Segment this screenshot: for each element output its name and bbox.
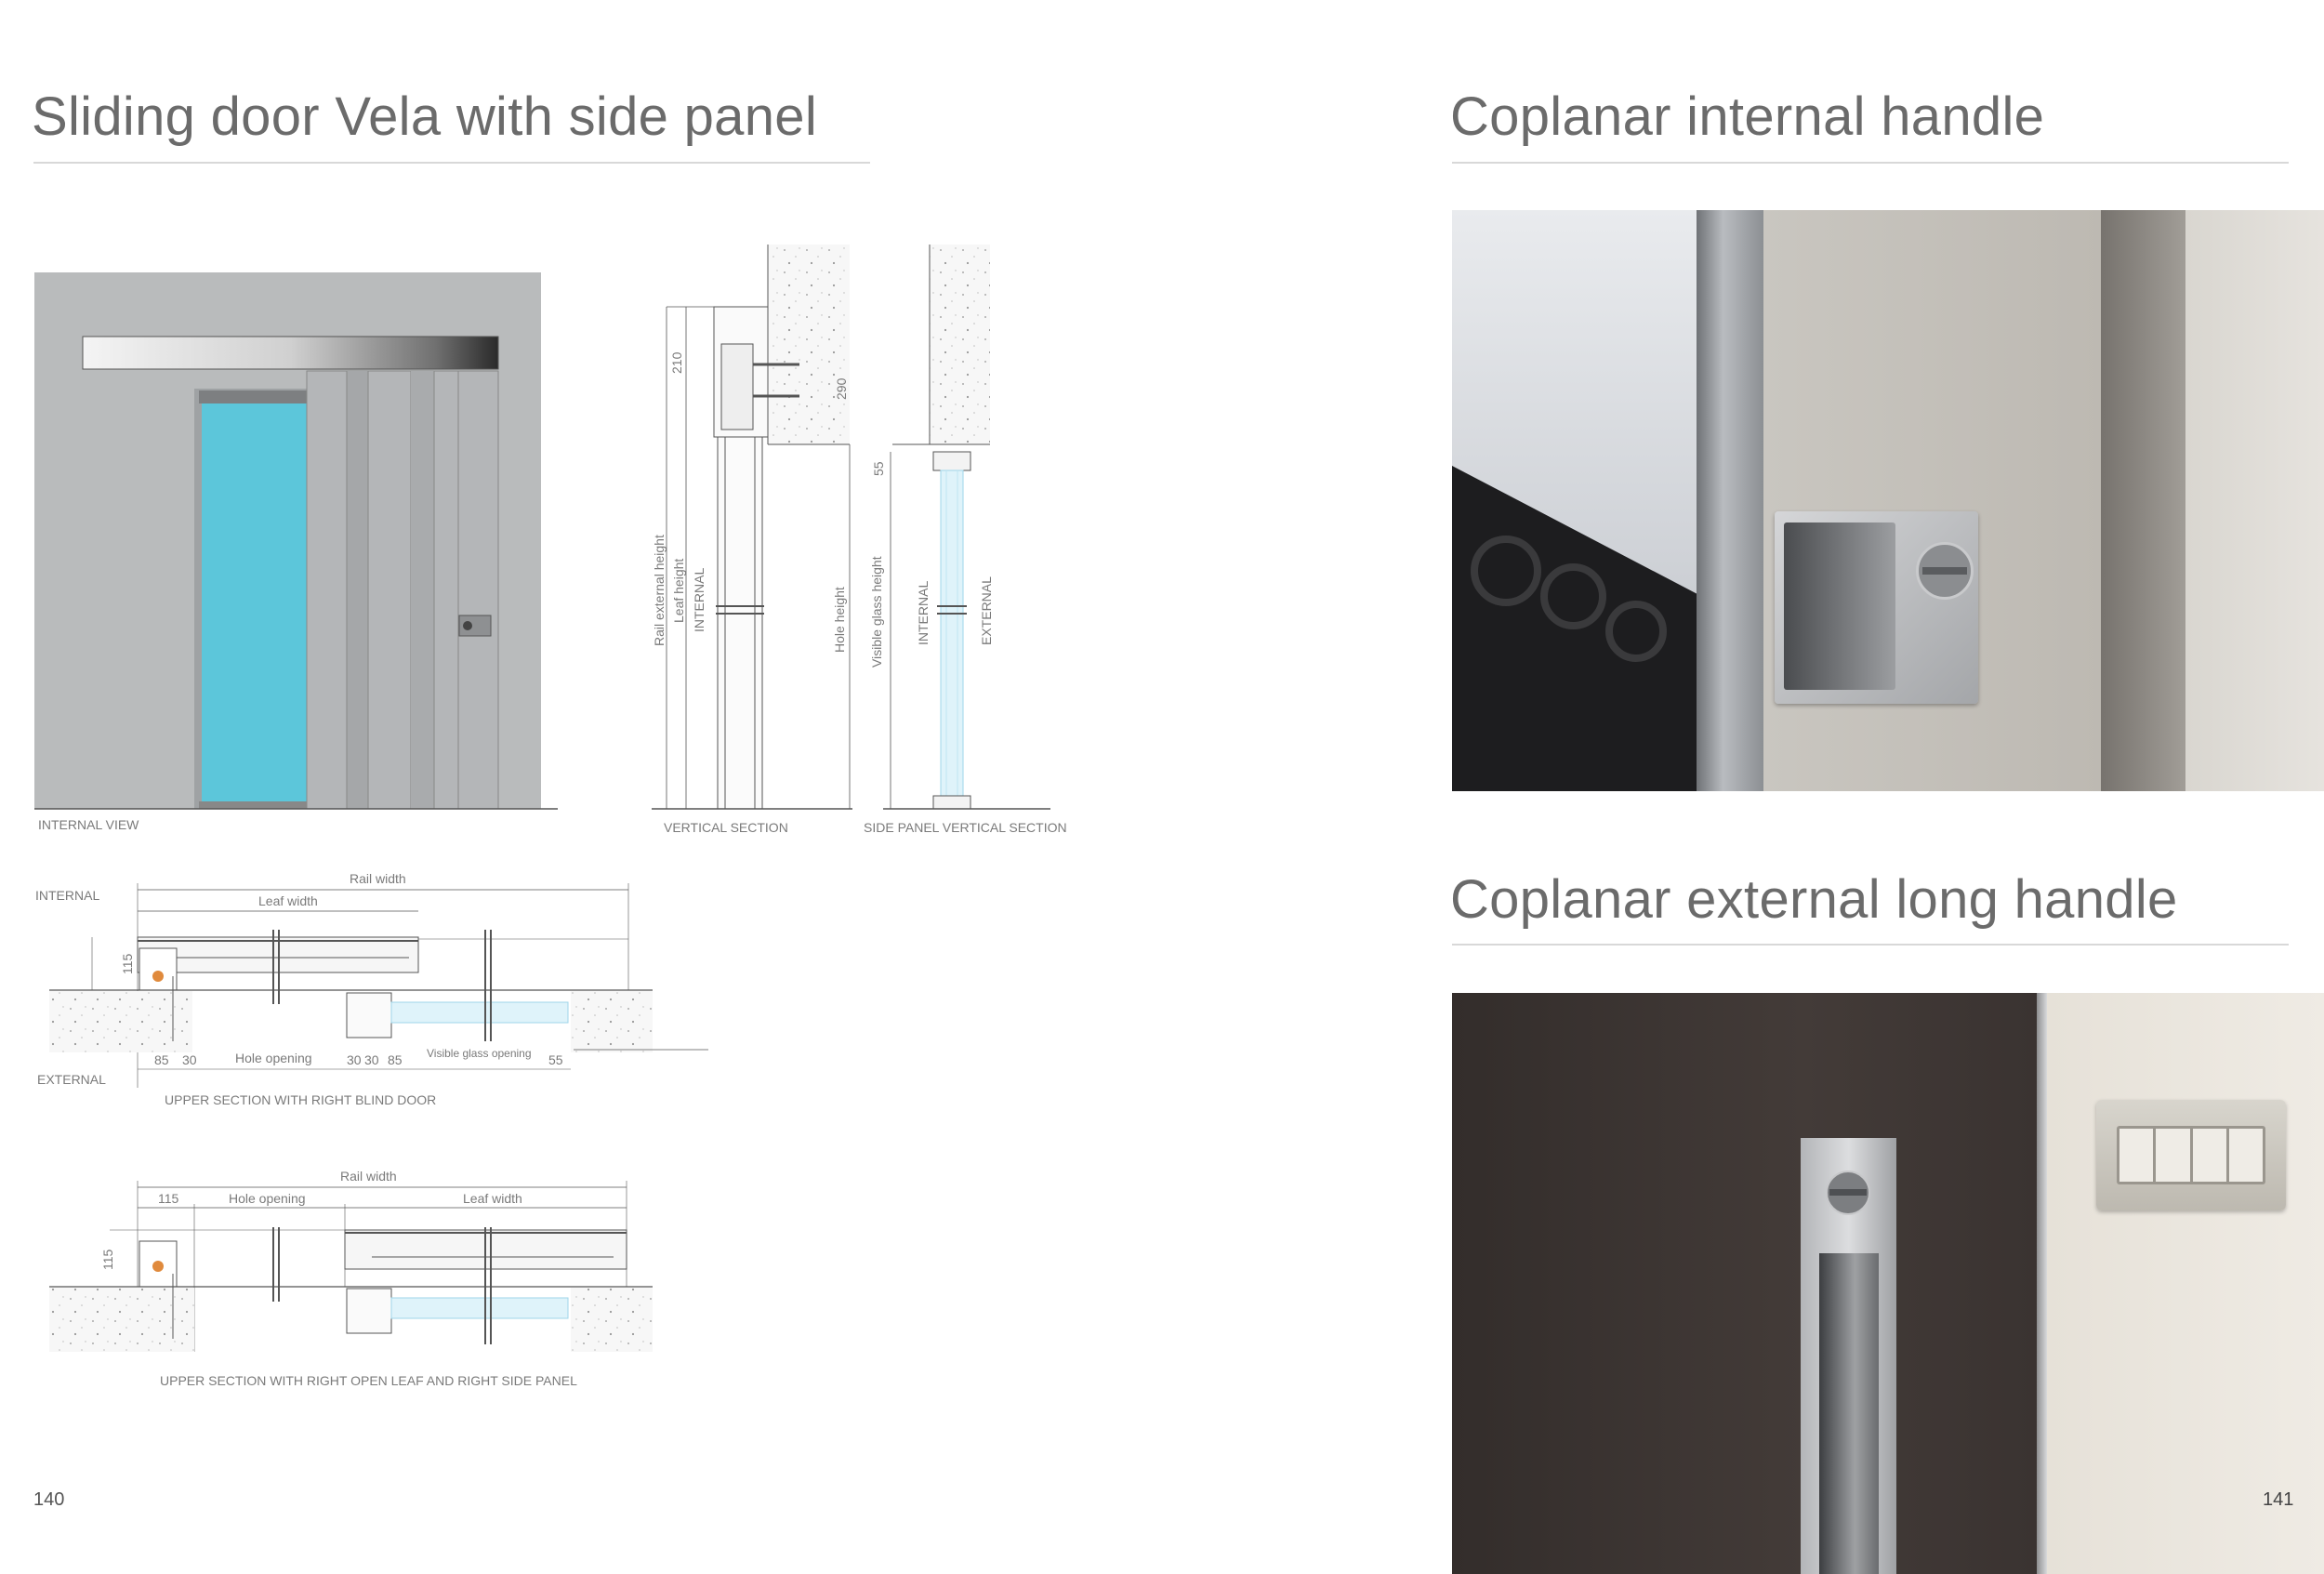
switch-button (2156, 1129, 2190, 1182)
leaf-width-label-2: Leaf width (463, 1191, 522, 1206)
blind-panel (306, 370, 499, 810)
dark-door (1452, 993, 2037, 1574)
dim-30-b: 30 (347, 1052, 362, 1067)
internal-view-drawing (34, 272, 558, 810)
internal-label-1: INTERNAL (35, 888, 99, 903)
internal-view-caption: INTERNAL VIEW (38, 817, 139, 832)
page-title-external-handle: Coplanar external long handle (1450, 869, 2178, 930)
page-title-left: Sliding door Vela with side panel (32, 86, 818, 147)
rail-width-label-2: Rail width (340, 1169, 397, 1184)
handle-pocket (1784, 522, 1895, 690)
external-label-1: EXTERNAL (37, 1072, 106, 1087)
thumb-turn-icon (1916, 542, 1974, 600)
upper-section-1-drawing (49, 883, 708, 1088)
internal-handle-photo (1452, 210, 2324, 791)
dim-210: 210 (669, 351, 684, 374)
hole-opening-label-2: Hole opening (229, 1191, 306, 1206)
side-panel-section-caption: SIDE PANEL VERTICAL SECTION (864, 820, 1067, 835)
switch-button (2192, 1129, 2226, 1182)
rail-width-label-1: Rail width (350, 871, 406, 886)
page-number-left: 140 (33, 1489, 65, 1510)
external-handle-photo (1452, 993, 2324, 1574)
vertical-section-caption: VERTICAL SECTION (664, 820, 788, 835)
door-leaf (1763, 210, 2101, 791)
title-underline-left (33, 162, 870, 164)
leaf-width-label-1: Leaf width (258, 893, 318, 908)
label-leaf-height: Leaf height (671, 559, 686, 623)
dim-115-height: 115 (100, 1249, 115, 1270)
technical-drawings: INTERNAL VIEW 210 290 Rail external heig… (34, 245, 1067, 1388)
upper-section-2-drawing (49, 1181, 653, 1352)
dim-115-width: 115 (158, 1191, 179, 1206)
side-panel-section-drawing (883, 245, 1050, 810)
dim-30-c: 30 (364, 1052, 379, 1067)
light-switch-plate (2096, 1100, 2286, 1210)
dim-115-1: 115 (120, 953, 135, 974)
dim-85-a: 85 (154, 1052, 169, 1067)
upper-section-2-caption: UPPER SECTION WITH RIGHT OPEN LEAF AND R… (160, 1373, 577, 1388)
label-internal: INTERNAL (692, 568, 706, 632)
rail-cover (82, 336, 499, 370)
title-underline-right-2 (1452, 944, 2289, 946)
thumb-turn-icon (1826, 1171, 1870, 1215)
glass-pane (202, 403, 307, 803)
hole-opening-label-1: Hole opening (235, 1051, 312, 1065)
visible-glass-opening-label: Visible glass opening (427, 1047, 532, 1060)
dim-290: 290 (834, 377, 849, 400)
handle-icon (458, 615, 492, 637)
dim-30-a: 30 (182, 1052, 197, 1067)
page-number-right: 141 (2263, 1489, 2294, 1510)
label-hole-height: Hole height (832, 587, 847, 653)
dim-85-b: 85 (388, 1052, 403, 1067)
handle-slot (1819, 1253, 1879, 1574)
switch-button (2119, 1129, 2154, 1182)
label-external-side: EXTERNAL (979, 576, 994, 645)
upper-section-1-caption: UPPER SECTION WITH RIGHT BLIND DOOR (165, 1092, 436, 1107)
long-handle-plate (1801, 1138, 1896, 1574)
vertical-section-drawing (652, 245, 852, 810)
dim-55-1: 55 (548, 1052, 563, 1067)
title-underline-right-1 (1452, 162, 2289, 164)
label-visible-glass-height: Visible glass height (869, 556, 884, 668)
label-internal-side: INTERNAL (916, 581, 931, 645)
handle-plate (1775, 511, 1978, 704)
dim-55: 55 (871, 461, 886, 476)
page-title-internal-handle: Coplanar internal handle (1450, 86, 2045, 147)
label-rail-external-height: Rail external height (652, 535, 667, 646)
switch-button (2228, 1129, 2263, 1182)
